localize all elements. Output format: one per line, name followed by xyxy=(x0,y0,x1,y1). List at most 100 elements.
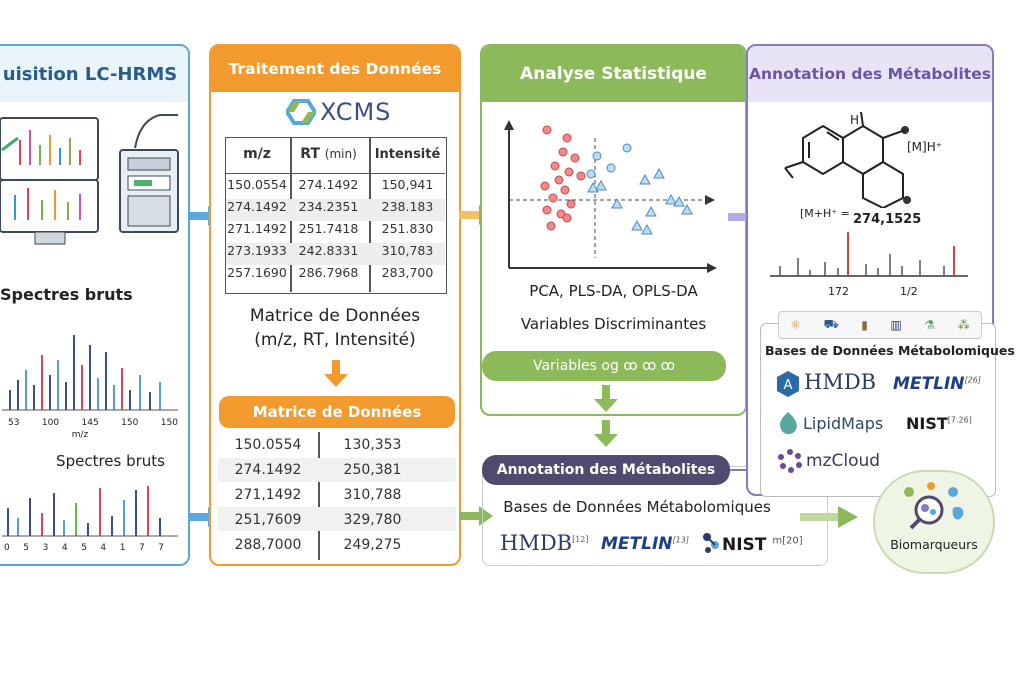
svg-text:A: A xyxy=(784,378,793,393)
table-cell: 274.1492 xyxy=(227,199,287,214)
score-point-group-a xyxy=(542,205,552,215)
axis-tick: 0 xyxy=(4,543,10,553)
score-point-group-a xyxy=(560,185,570,195)
score-point-group-b xyxy=(611,197,623,209)
bottom-nist-ref: m[20] xyxy=(772,535,803,547)
matrix-caption-line2: (m/z, RT, Intensité) xyxy=(254,330,416,350)
header-intensity: Intensité xyxy=(374,147,441,162)
axis-tick: 53 xyxy=(8,418,20,428)
mzcloud-icon xyxy=(778,449,802,473)
matrix-cell: 271,1492 xyxy=(234,487,302,503)
lc-hrms-instrument-illustration xyxy=(0,114,179,245)
bottom-nist-logo: NIST m[20] xyxy=(722,535,803,555)
matrix-table-divider xyxy=(318,432,320,560)
table-cell: 234.2351 xyxy=(298,199,359,214)
ms-tick-2: 1/2 xyxy=(900,285,918,298)
precursor-mass-label: 274,1525 xyxy=(853,212,922,227)
score-point-group-a xyxy=(550,161,560,171)
axis-tick: 1 xyxy=(119,543,126,553)
score-point-group-a xyxy=(570,153,580,163)
table-cell: 251.7418 xyxy=(298,221,359,236)
table-header-row xyxy=(226,138,445,174)
xcms-logo-icon xyxy=(286,99,316,125)
score-point-group-b xyxy=(673,195,685,207)
score-point-group-a xyxy=(562,213,572,223)
table-cell: 238.183 xyxy=(381,199,434,214)
axis-tick: 7 xyxy=(138,543,145,553)
bottom-molecule-icon xyxy=(703,533,719,553)
axis-tick: 150 xyxy=(160,418,178,428)
axis-tick: 4 xyxy=(100,543,107,553)
score-point-group-a xyxy=(540,181,550,191)
score-point-group-b xyxy=(681,203,693,215)
table-cell: 150.0554 xyxy=(227,177,287,192)
arrow-stats-down-1 xyxy=(594,385,618,412)
methods-label: PCA, PLS-DA, OPLS-DA xyxy=(529,282,698,300)
database-title: Bases de Données Métabolomiques xyxy=(765,343,1015,358)
matrix-cell: 130,353 xyxy=(343,437,402,453)
nist-ref: [7.26] xyxy=(947,415,972,425)
dots-icon: ⁂ xyxy=(957,318,970,332)
arrow-stats-down-2 xyxy=(594,420,618,447)
axis-tick: 3 xyxy=(42,543,49,553)
hmdb-logo-text: HMDB xyxy=(804,370,877,394)
molecule-structure xyxy=(784,111,911,208)
table-cell: 271.1492 xyxy=(227,221,287,236)
bottom-hmdb-ref: [12] xyxy=(572,535,589,544)
table-cell: 283,700 xyxy=(381,265,434,280)
bottom-metlin-ref: [13] xyxy=(672,535,689,545)
score-point-group-b xyxy=(645,205,657,217)
flask-icon: ⚗ xyxy=(924,318,936,332)
table-cell: 274.1492 xyxy=(298,177,359,192)
bottom-db-title: Bases de Données Métabolomiques xyxy=(503,498,771,516)
bottom-hmdb-logo: HMDB[12] xyxy=(500,531,589,555)
matrix-pill: Matrice de Données xyxy=(219,396,455,428)
score-point-group-b xyxy=(595,179,607,191)
score-point-group-a xyxy=(546,221,556,231)
header-rt-unit: (min) xyxy=(324,147,357,161)
xcms-logo-text: XCMS xyxy=(320,98,392,126)
spectres-bruts-label-1: Spectres bruts xyxy=(0,285,133,304)
table-cell: 150,941 xyxy=(381,177,434,192)
score-plot xyxy=(504,120,717,273)
axis-tick: 5 xyxy=(23,543,30,553)
score-point-group-a xyxy=(554,175,564,185)
table-cell: 257.1690 xyxy=(227,265,287,280)
score-point-group-b xyxy=(639,173,651,185)
score-point-group-b xyxy=(587,181,599,193)
statistics-header: Analyse Statistique xyxy=(482,46,745,102)
mzcloud-logo-text: mzCloud xyxy=(806,451,881,471)
axis-tick: 7 xyxy=(158,543,164,553)
database-box xyxy=(760,323,996,497)
ms-tick-1: 172 xyxy=(828,285,849,298)
axis-tick: 150 xyxy=(121,418,139,428)
discriminant-variables-label: Variables Discriminantes xyxy=(520,315,707,333)
annotation-header: Annotation des Métabolites xyxy=(748,46,992,102)
header-rt-label: RT xyxy=(300,146,320,162)
bottom-nist-text: NIST xyxy=(722,535,767,555)
statistics-title: Analyse Statistique xyxy=(520,64,707,84)
table-cell: 251.830 xyxy=(381,221,434,236)
variables-pill: Variables og ꝏ ꝏ ꝏ xyxy=(482,351,726,381)
spectrum-2-axis-ticks: 0 5 3 4 5 4 1 7 7 xyxy=(4,543,164,553)
table-cell: 242.8331 xyxy=(298,243,359,258)
table-cell: 273.1933 xyxy=(227,243,287,258)
score-point-group-a xyxy=(566,199,576,209)
bottom-annotation-pill: Annotation des Métabolites xyxy=(482,455,730,485)
matrix-cell: 251,7609 xyxy=(234,512,302,528)
score-point-group-b xyxy=(641,223,653,235)
matrix-cell: 274.1492 xyxy=(234,462,302,478)
spectrum-1-axis-ticks: 53 100 145 150 150 xyxy=(8,418,178,428)
score-point-group-b xyxy=(586,169,596,179)
header-mz: m/z xyxy=(243,146,271,162)
lipidmaps-logo-text: LipidMaps xyxy=(803,414,884,433)
score-point-group-a xyxy=(558,147,568,157)
score-point-group-a xyxy=(564,167,574,177)
bottle-icon: ▮ xyxy=(861,318,868,332)
score-point-group-a xyxy=(548,193,558,203)
adduct-label-2: [M+H⁺ = xyxy=(800,207,850,220)
bottom-metlin-text: METLIN xyxy=(601,534,673,554)
axis-tick: 5 xyxy=(81,543,87,553)
matrix-cell: 310,788 xyxy=(343,487,402,503)
raw-spectrum-2 xyxy=(2,486,178,537)
